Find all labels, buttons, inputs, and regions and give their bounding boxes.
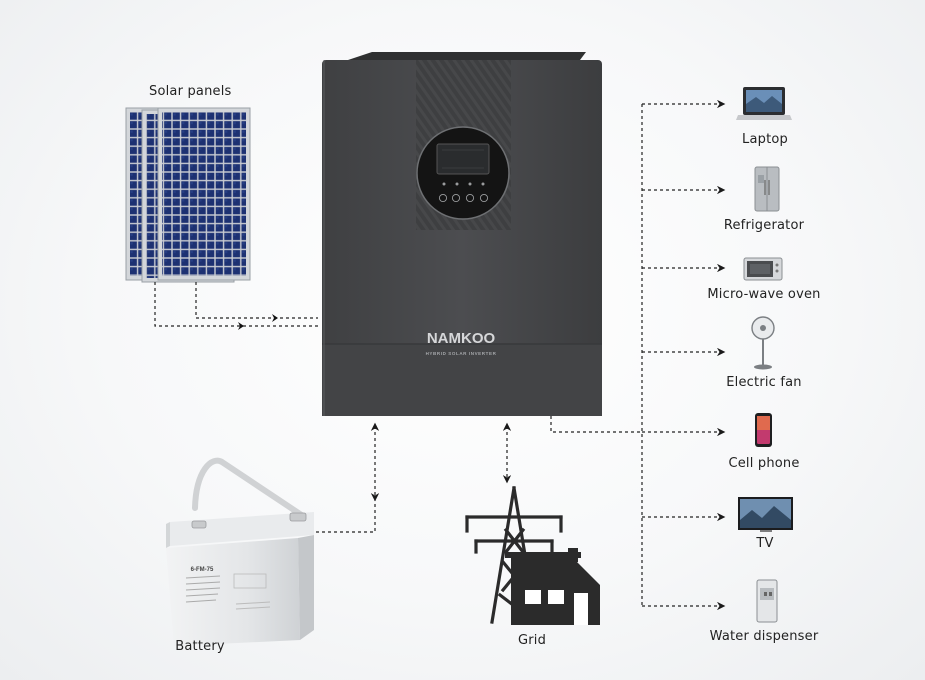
battery-wiring xyxy=(310,422,380,533)
water-dispenser-icon xyxy=(756,579,778,623)
load-branches xyxy=(642,99,726,611)
hybrid-inverter: NAMKOO HYBRID SOLAR INVERTER xyxy=(322,52,602,416)
battery-model: 6-FM-75 xyxy=(191,567,214,573)
microwave-oven-icon xyxy=(743,257,783,281)
battery-label: Battery xyxy=(175,639,225,654)
inverter-brand: NAMKOO xyxy=(427,330,496,347)
battery: 6-FM-75 xyxy=(166,457,314,646)
electric-fan-icon xyxy=(751,316,775,370)
solar-panels xyxy=(125,107,251,283)
grid-label: Grid xyxy=(517,633,547,648)
tv-icon xyxy=(738,497,793,532)
inverter-model-line: HYBRID SOLAR INVERTER xyxy=(426,351,497,356)
solar-wiring xyxy=(154,282,318,327)
load-label-laptop: Laptop xyxy=(742,132,788,147)
refrigerator-icon xyxy=(754,166,780,212)
load-label-tv: TV xyxy=(756,536,774,551)
load-label-microwave-oven: Micro-wave oven xyxy=(707,287,821,302)
house-icon xyxy=(505,548,600,625)
load-label-electric-fan: Electric fan xyxy=(726,375,802,390)
load-label-refrigerator: Refrigerator xyxy=(723,218,805,233)
load-label-cell-phone: Cell phone xyxy=(728,456,800,471)
load-label-water-dispenser: Water dispenser xyxy=(709,629,819,644)
solar-panels-label: Solar panels xyxy=(149,84,232,99)
solar-flow-arrows xyxy=(238,314,278,330)
inverter-display xyxy=(416,126,510,220)
laptop-icon xyxy=(736,87,792,120)
cell-phone-icon xyxy=(755,413,772,447)
